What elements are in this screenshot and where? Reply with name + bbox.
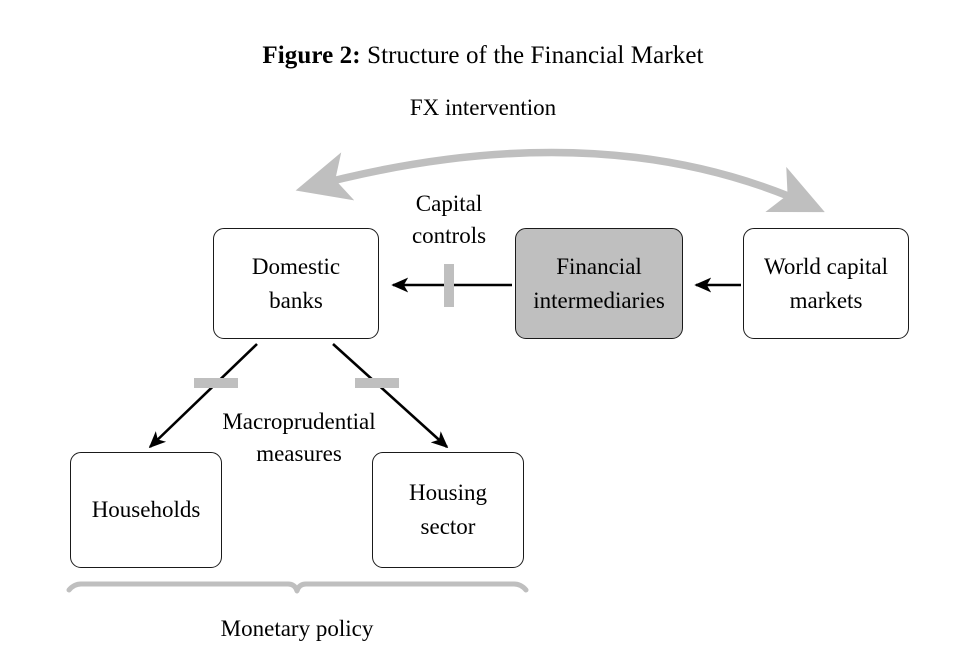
fx-intervention-arrow	[295, 148, 825, 213]
arrow-banks-to-households	[148, 343, 258, 449]
node-financial-intermediaries-line-2: intermediaries	[533, 287, 665, 313]
node-domestic-banks-line-1: Domestic	[251, 253, 341, 279]
arrow-banks-to-housing	[332, 343, 449, 449]
node-households[interactable]: Households	[70, 452, 222, 568]
node-financial-intermediaries[interactable]: Financial intermediaries	[515, 228, 683, 339]
figure-title-text: Structure of the Financial Market	[360, 42, 704, 69]
macroprudential-barrier-bar-right	[355, 378, 399, 388]
capital-controls-label: Capital controls	[378, 188, 520, 252]
capital-controls-label-line-2: controls	[411, 223, 487, 248]
node-housing-sector[interactable]: Housing sector	[372, 452, 524, 568]
node-world-capital-markets-line-2: markets	[789, 287, 863, 313]
figure-title: Figure 2: Structure of the Financial Mar…	[0, 40, 966, 72]
node-housing-sector-line-1: Housing	[409, 480, 487, 505]
macroprudential-label-line-1: Macroprudential	[222, 409, 376, 434]
capital-controls-label-line-1: Capital	[415, 191, 483, 216]
node-world-capital-markets[interactable]: World capital markets	[743, 228, 909, 339]
node-housing-sector-line-2: sector	[420, 514, 476, 539]
macroprudential-label-line-2: measures	[256, 441, 342, 466]
node-domestic-banks[interactable]: Domestic banks	[213, 228, 379, 339]
monetary-policy-brace	[66, 581, 529, 594]
node-domestic-banks-line-2: banks	[269, 287, 323, 313]
figure-label: Figure 2:	[262, 42, 361, 69]
node-world-capital-markets-line-1: World capital	[764, 253, 888, 279]
node-households-line-1: Households	[91, 497, 201, 522]
monetary-policy-label: Monetary policy	[220, 616, 374, 641]
node-financial-intermediaries-line-1: Financial	[556, 253, 642, 279]
fx-intervention-label: FX intervention	[409, 95, 557, 120]
macroprudential-barrier-bar-left	[194, 378, 238, 388]
macroprudential-measures-label: Macroprudential measures	[178, 406, 420, 470]
capital-controls-barrier-bar	[444, 264, 454, 307]
